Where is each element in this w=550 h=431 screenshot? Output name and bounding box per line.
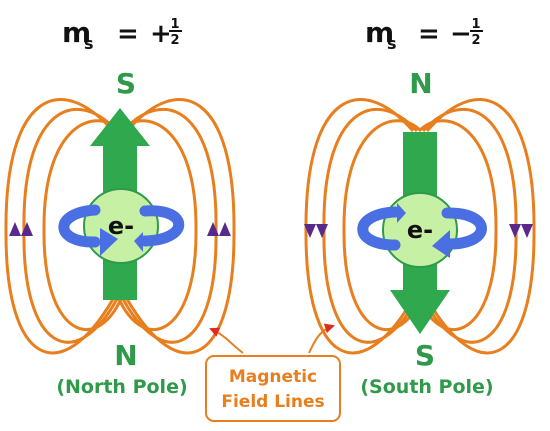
left-field-line-inner <box>42 119 123 331</box>
left-marker-up-1 <box>9 222 21 236</box>
left-spin-symbol: m <box>62 16 91 49</box>
left-field-line-inner-r <box>117 119 198 331</box>
right-marker-down-2 <box>316 224 328 238</box>
right-frac-numerator: 1 <box>471 17 480 32</box>
left-panel: m s = + 1 2 e- <box>4 16 236 398</box>
right-electron-label: e- <box>407 216 433 244</box>
right-field-line-inner <box>342 119 423 331</box>
left-spin-arrow <box>58 204 185 256</box>
left-pole-bottom: N <box>114 339 137 372</box>
right-spin-symbol: m <box>365 16 394 49</box>
left-marker-up-3 <box>207 222 219 236</box>
left-field-line-outer-r <box>125 98 236 355</box>
right-marker-down-1 <box>304 224 316 238</box>
left-direction-markers <box>9 222 231 236</box>
right-field-lines <box>304 98 536 355</box>
left-electron-label: e- <box>108 212 134 240</box>
legend-box <box>205 355 341 422</box>
left-frac-denominator: 2 <box>170 33 179 48</box>
right-frac-denominator: 2 <box>471 33 480 48</box>
right-marker-down-4 <box>521 224 533 238</box>
right-field-line-outer-r <box>425 98 536 355</box>
right-marker-down-3 <box>509 224 521 238</box>
left-marker-up-4 <box>219 222 231 236</box>
right-spin-sign: − <box>450 19 472 49</box>
right-direction-markers <box>304 224 533 238</box>
right-spin-arrow <box>357 203 487 258</box>
right-spin-equals: = <box>418 19 440 49</box>
legend-pointer-left <box>209 327 244 354</box>
legend-line-2: Field Lines <box>221 392 324 412</box>
right-spin-subscript: s <box>387 34 397 53</box>
legend-line-1: Magnetic <box>229 367 317 387</box>
left-spin-label: m s = + 1 2 <box>62 16 182 53</box>
left-spin-sign: + <box>150 19 172 49</box>
left-spin-equals: = <box>117 19 139 49</box>
legend-pointer-right <box>308 323 335 354</box>
left-pole-bottom-caption: (North Pole) <box>56 376 187 398</box>
right-field-line-outer <box>304 98 415 355</box>
right-pole-bottom-caption: (South Pole) <box>360 376 493 398</box>
right-spin-label: m s = − 1 2 <box>365 16 483 53</box>
right-panel: m s = − 1 2 e- <box>304 16 536 398</box>
left-field-line-outer <box>4 98 115 355</box>
right-field-line-inner-r <box>417 119 498 331</box>
left-pole-top: S <box>116 67 136 100</box>
left-spin-subscript: s <box>84 34 94 53</box>
right-pole-bottom: S <box>415 339 435 372</box>
left-marker-up-2 <box>21 222 33 236</box>
field-lines-legend: Magnetic Field Lines <box>205 323 341 422</box>
left-frac-numerator: 1 <box>170 17 179 32</box>
right-pole-top: N <box>409 67 432 100</box>
